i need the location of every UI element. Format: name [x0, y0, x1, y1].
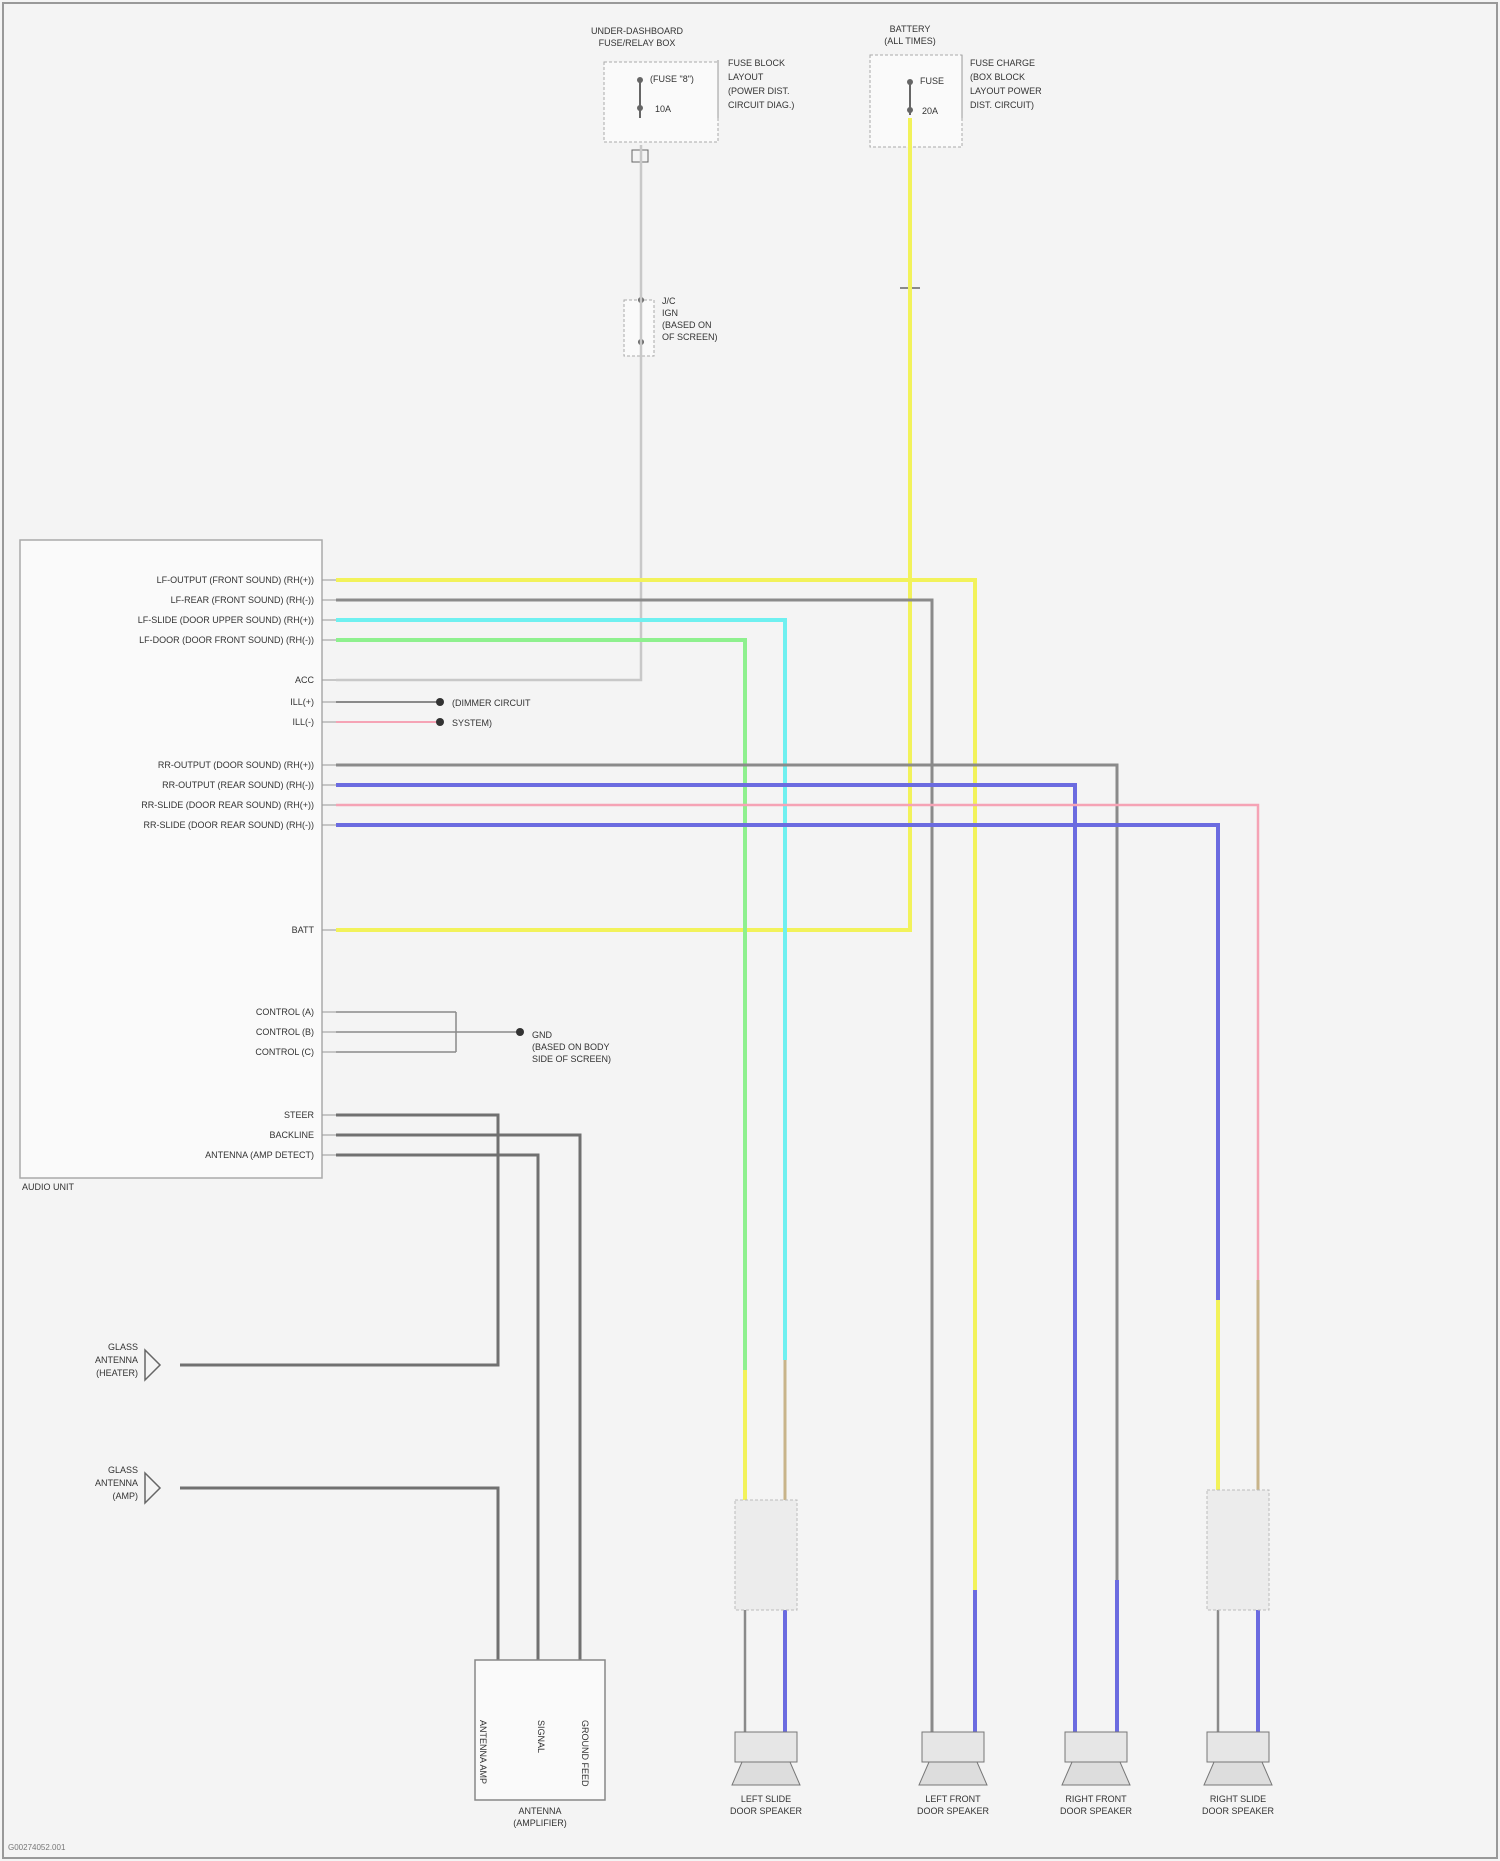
ground-note-3: SIDE OF SCREEN)	[532, 1054, 611, 1065]
ground-note-2: (BASED ON BODY	[532, 1042, 610, 1053]
speaker-left-front	[919, 1732, 987, 1785]
wire-antenna-amp	[180, 1488, 498, 1660]
wire-rr-slide-1	[336, 805, 1258, 1280]
left-slide-connector	[735, 1500, 797, 1610]
upper-component-3: (HEATER)	[60, 1368, 138, 1379]
fuse-box-2	[870, 55, 962, 147]
ground-note-1: GND	[532, 1030, 552, 1041]
pin-backline: BACKLINE	[24, 1130, 314, 1141]
fuse-2-terminal-top	[907, 79, 913, 85]
pin-control-a: CONTROL (A)	[24, 1007, 314, 1018]
wire-rr-slide-2	[336, 825, 1218, 1300]
wire-lf-rear	[336, 600, 932, 1740]
pin-rr-out-1: RR-OUTPUT (DOOR SOUND) (RH(+))	[24, 760, 314, 771]
ill-pos-terminal	[436, 698, 444, 706]
pin-ill-pos: ILL(+)	[24, 697, 314, 708]
antenna-label-1: ANTENNA AMP	[477, 1720, 488, 1784]
fuse-2-amp: 20A	[922, 106, 938, 117]
speaker-1-line-2: DOOR SPEAKER	[706, 1806, 826, 1817]
glass-antenna-heater-symbol	[145, 1350, 160, 1380]
speaker-1-line-1: LEFT SLIDE	[706, 1794, 826, 1805]
lower-component-2: ANTENNA	[60, 1478, 138, 1489]
pin-ill-neg: ILL(-)	[24, 717, 314, 728]
fuse-box-2-title-1: BATTERY	[860, 24, 960, 35]
antenna-label-2: SIGNAL	[535, 1720, 546, 1753]
fuse-2-note-3: LAYOUT POWER	[970, 86, 1042, 97]
junction-line-1: J/C	[662, 296, 676, 307]
pin-rr-out-2: RR-OUTPUT (REAR SOUND) (RH(-))	[24, 780, 314, 791]
pin-steer: STEER	[24, 1110, 314, 1121]
speaker-3-line-1: RIGHT FRONT	[1036, 1794, 1156, 1805]
fuse-box-1-title-1: UNDER-DASHBOARD	[572, 26, 702, 37]
pin-rr-slide-2: RR-SLIDE (DOOR REAR SOUND) (RH(-))	[24, 820, 314, 831]
junction-box	[624, 300, 654, 356]
junction-line-3: (BASED ON	[662, 320, 712, 331]
speaker-2-line-1: LEFT FRONT	[893, 1794, 1013, 1805]
pin-batt: BATT	[24, 925, 314, 936]
ill-neg-terminal	[436, 718, 444, 726]
wire-lf-slide	[336, 620, 785, 1360]
fuse-1-terminal-bottom	[637, 105, 643, 111]
pin-control-b: CONTROL (B)	[24, 1027, 314, 1038]
pin-lf-door: LF-DOOR (DOOR FRONT SOUND) (RH(-))	[24, 635, 314, 646]
fuse-box-1-title-2: FUSE/RELAY BOX	[572, 38, 702, 49]
lower-component-3: (AMP)	[60, 1491, 138, 1502]
wire-lf-out	[336, 580, 975, 1590]
fuse-1-note-2: LAYOUT	[728, 72, 763, 83]
fuse-2-note-2: (BOX BLOCK	[970, 72, 1025, 83]
antenna-label-3: GROUND FEED	[579, 1720, 590, 1787]
pin-control-c: CONTROL (C)	[24, 1047, 314, 1058]
footer-id: G00274052.001	[8, 1842, 65, 1853]
wire-batt	[336, 118, 910, 930]
junction-line-2: IGN	[662, 308, 678, 319]
pin-rr-slide-1: RR-SLIDE (DOOR REAR SOUND) (RH(+))	[24, 800, 314, 811]
pin-acc: ACC	[24, 675, 314, 686]
fuse-1-note-3: (POWER DIST.	[728, 86, 790, 97]
audio-unit-title: AUDIO UNIT	[22, 1182, 74, 1193]
pin-lf-out: LF-OUTPUT (FRONT SOUND) (RH(+))	[24, 575, 314, 586]
wire-lf-door	[336, 640, 745, 1370]
right-slide-connector	[1207, 1490, 1269, 1610]
speaker-2-line-2: DOOR SPEAKER	[893, 1806, 1013, 1817]
fuse-2-label: FUSE	[920, 76, 944, 87]
fuse-2-note-4: DIST. CIRCUIT)	[970, 100, 1034, 111]
pin-lf-slide: LF-SLIDE (DOOR UPPER SOUND) (RH(+))	[24, 615, 314, 626]
dimmer-note-2: SYSTEM)	[452, 718, 492, 729]
speaker-right-slide	[1204, 1732, 1272, 1785]
audio-unit-pin-stubs	[322, 580, 336, 1155]
control-ground-point	[516, 1028, 524, 1036]
fuse-2-terminal-bottom	[907, 107, 913, 113]
fuse-1-note-4: CIRCUIT DIAG.)	[728, 100, 794, 111]
speaker-3-line-2: DOOR SPEAKER	[1036, 1806, 1156, 1817]
wire-rr-out-1	[336, 765, 1117, 1740]
fuse-2-note-1: FUSE CHARGE	[970, 58, 1035, 69]
fuse-1-note-1: FUSE BLOCK	[728, 58, 785, 69]
fuse-1-label: (FUSE "8")	[650, 74, 694, 85]
junction-line-4: OF SCREEN)	[662, 332, 718, 343]
upper-component-1: GLASS	[60, 1342, 138, 1353]
fuse-1-terminal-top	[637, 77, 643, 83]
speaker-right-front	[1062, 1732, 1130, 1785]
antenna-caption-1: ANTENNA	[475, 1806, 605, 1817]
fuse-box-2-title-2: (ALL TIMES)	[860, 36, 960, 47]
wire-antenna-detect	[336, 1155, 538, 1660]
dimmer-note-1: (DIMMER CIRCUIT	[452, 698, 531, 709]
fuse-1-amp: 10A	[655, 104, 671, 115]
pin-antenna-detect: ANTENNA (AMP DETECT)	[24, 1150, 314, 1161]
glass-antenna-amp-symbol	[145, 1473, 160, 1503]
speaker-4-line-1: RIGHT SLIDE	[1178, 1794, 1298, 1805]
speaker-left-slide	[732, 1732, 800, 1785]
upper-component-2: ANTENNA	[60, 1355, 138, 1366]
pin-lf-rear: LF-REAR (FRONT SOUND) (RH(-))	[24, 595, 314, 606]
speaker-4-line-2: DOOR SPEAKER	[1178, 1806, 1298, 1817]
wire-backline	[336, 1135, 580, 1660]
antenna-caption-2: (AMPLIFIER)	[475, 1818, 605, 1829]
lower-component-1: GLASS	[60, 1465, 138, 1476]
